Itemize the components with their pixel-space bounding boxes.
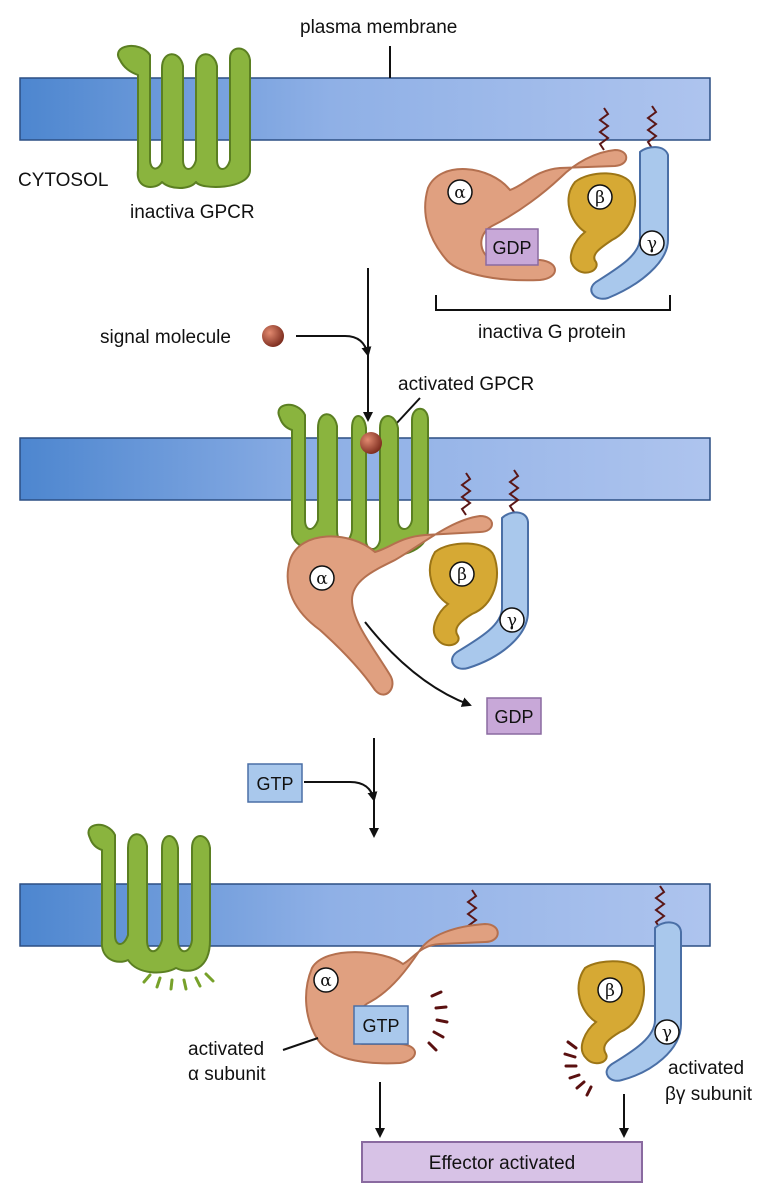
alpha-subunit [424,148,628,282]
beta-subunit-2 [428,542,498,647]
beta-gamma-activity-marks [563,1040,593,1097]
activated-bg-label-2: βγ subunit [665,1084,753,1105]
alpha-lipid-anchor-2 [460,472,472,516]
gdp-release-arrow [364,621,472,707]
beta-badge [587,184,613,210]
transition-signal-binding: signal molecule activated GPCR [100,268,534,426]
alpha-activity-marks [427,990,449,1052]
beta-subunit-3 [577,960,645,1065]
activated-beta-gamma-subunit: β γ [577,921,682,1082]
activated-gpcr-label: activated GPCR [398,374,534,395]
activated-gpcr-pointer [394,397,421,426]
activated-alpha-label-2: α subunit [188,1064,266,1085]
effector-box [361,1141,643,1183]
beta-subunit [567,172,637,274]
transition-gtp-binding: GTP [247,738,379,838]
inactive-gpcr [117,44,251,189]
beta-symbol: β [595,188,605,208]
gamma-badge-2 [499,607,525,633]
panel-inactive: plasma membrane CYTOSOL inactiva GPCR GD… [18,17,711,343]
plasma-membrane-3 [19,883,711,947]
gamma-symbol: γ [647,234,657,254]
beta-symbol-2: β [457,565,467,585]
alpha-badge-2 [309,565,335,591]
gamma-lipid-anchor [646,105,658,149]
activated-bg-label-1: activated [668,1058,744,1079]
alpha-symbol-3: α [320,971,332,991]
inactive-g-protein-label: inactiva G protein [478,322,626,343]
plasma-membrane-label: plasma membrane [300,17,457,38]
activated-alpha-subunit: GTP α [305,922,499,1065]
panel-activating: α β γ GDP [19,403,711,735]
gamma-subunit [590,146,669,300]
gtp-arrow [304,781,378,802]
activating-g-protein: α β γ [286,511,529,696]
gamma-symbol-2: γ [507,611,517,631]
beta-badge-3 [597,977,623,1003]
gdp-box-bound [485,228,539,266]
beta-symbol-3: β [605,981,615,1001]
alpha-badge [447,179,473,205]
beta-badge-2 [449,561,475,587]
activated-alpha-label-1: activated [188,1039,264,1060]
activated-alpha-pointer [282,1037,319,1051]
signal-arrow [296,335,372,357]
g-protein-bracket [435,295,671,311]
gamma-lipid-anchor-3 [654,885,666,929]
gamma-badge-3 [654,1019,680,1045]
gtp-bound-text: GTP [362,1016,399,1036]
signal-molecule-label: signal molecule [100,327,231,348]
alpha-symbol-2: α [316,569,328,589]
alpha-subunit-2 [286,514,493,696]
plasma-membrane-1 [19,77,711,141]
gtp-box-bound [353,1005,409,1045]
alpha-badge-3 [313,967,339,993]
gdp-box-released [486,697,542,735]
gtp-incoming-text: GTP [256,774,293,794]
released-gpcr [87,823,211,974]
gamma-badge [639,230,665,256]
gdp-bound-text: GDP [492,238,531,258]
signal-molecule-icon [262,325,284,347]
bound-signal-molecule [360,432,382,454]
gdp-released-text: GDP [494,707,533,727]
cytosol-label: CYTOSOL [18,170,108,191]
gamma-symbol-3: γ [662,1023,672,1043]
gpcr-activity-marks [142,972,215,991]
gamma-lipid-anchor-2 [508,469,520,513]
alpha-symbol: α [454,183,466,203]
effector-text: Effector activated [429,1153,575,1174]
inactive-g-protein: GDP α β γ [424,146,669,300]
alpha-lipid-anchor [598,107,610,151]
inactive-gpcr-label: inactiva GPCR [130,202,255,223]
panel-activated: GTP α β γ activated α sub [19,823,753,1183]
gtp-box-incoming [247,763,303,803]
